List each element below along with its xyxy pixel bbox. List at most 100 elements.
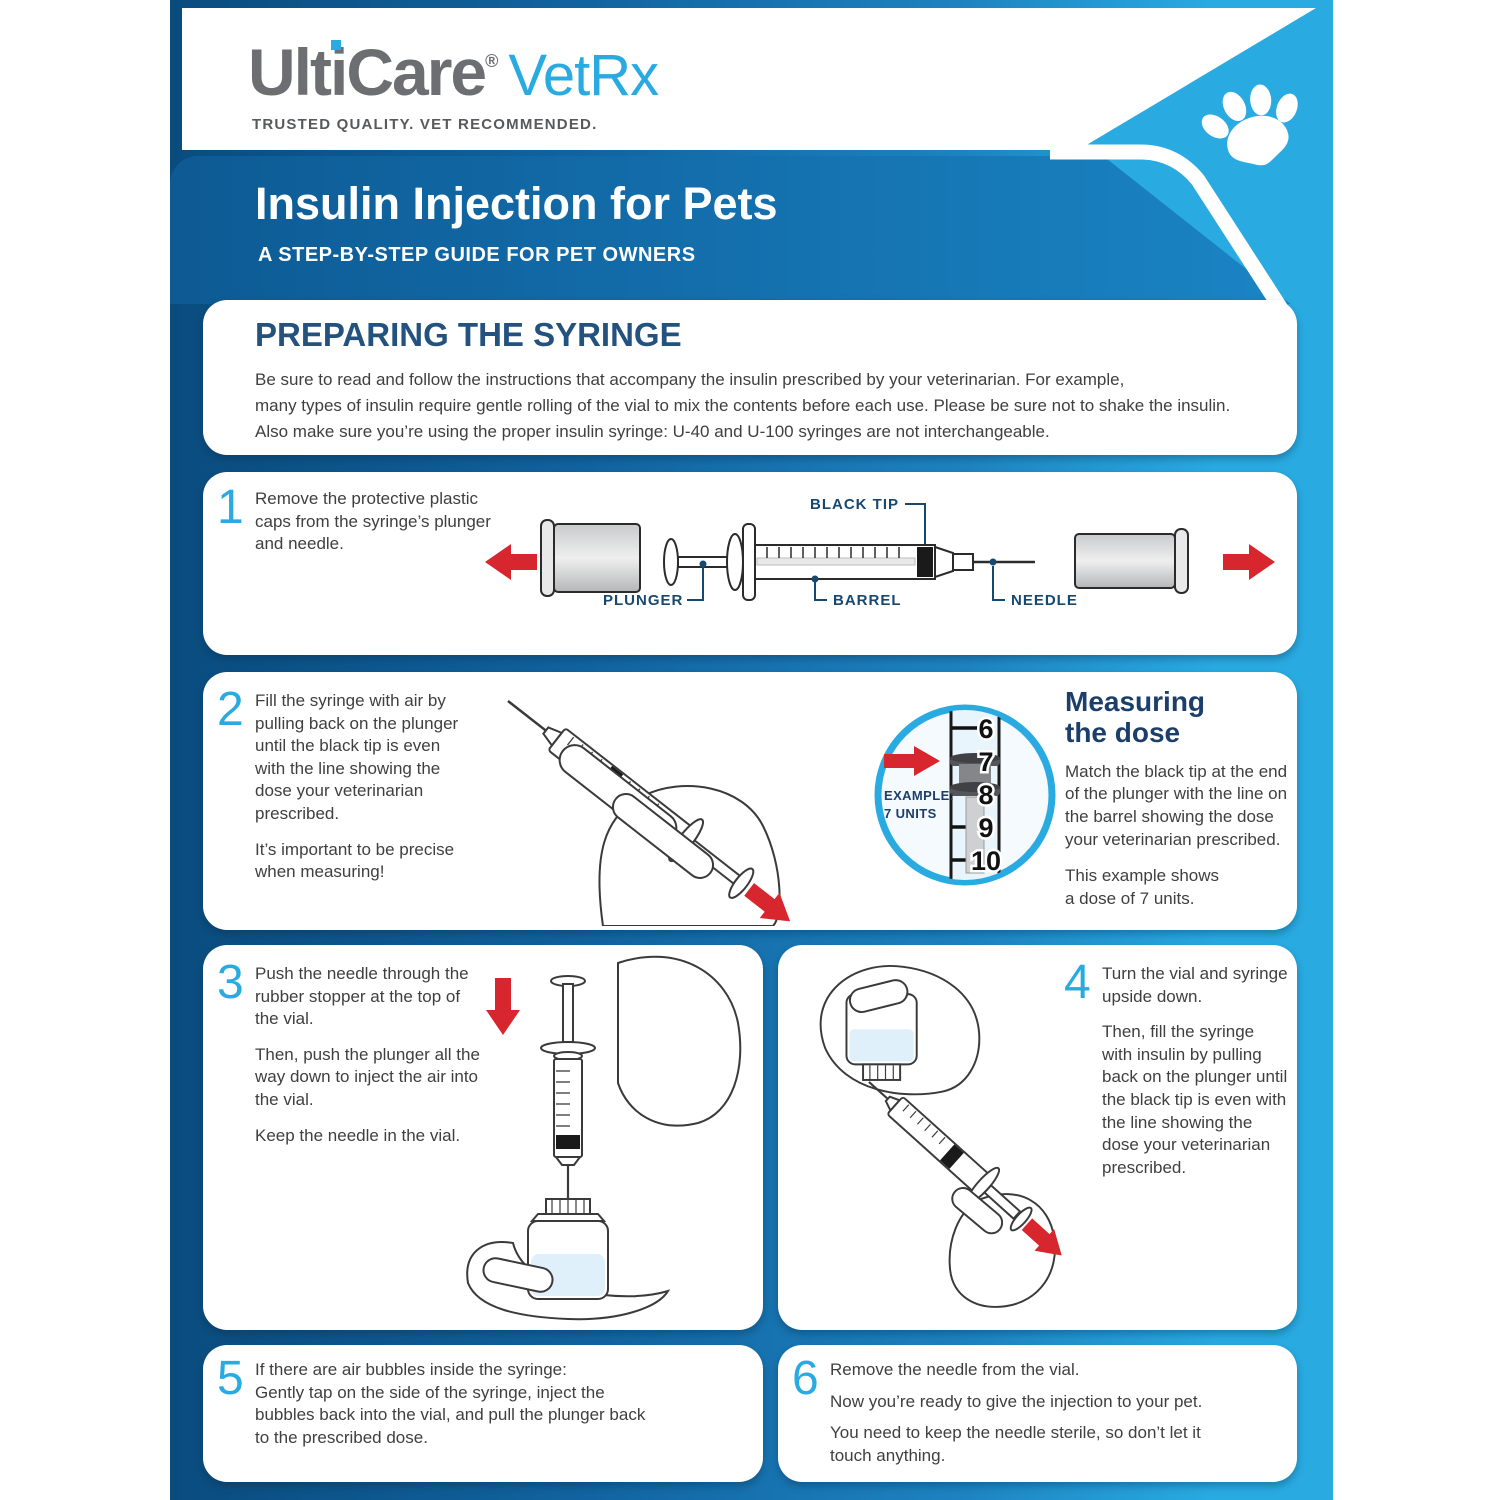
logo-vetrx: VetRx [508, 43, 659, 108]
arrow-left-icon [485, 544, 537, 580]
thumb [951, 1187, 1004, 1235]
step-paragraph: Remove the needle from the vial. [830, 1360, 1080, 1379]
example-label-2: 7 UNITS [884, 806, 937, 821]
step-paragraph: Push the needle through the rubber stopp… [255, 964, 469, 1029]
step-number: 5 [217, 1352, 244, 1405]
label-plunger: PLUNGER [603, 592, 683, 609]
step-paragraph: You need to keep the needle sterile, so … [830, 1423, 1201, 1465]
label-black-tip: BLACK TIP [810, 496, 899, 513]
step-paragraph: Now you’re ready to give the injection t… [830, 1391, 1203, 1411]
syringe [540, 975, 596, 1225]
section-heading: PREPARING THE SYRINGE [255, 316, 682, 353]
pull-arrow-icon [1021, 1218, 1062, 1256]
pull-arrow-icon [744, 883, 791, 922]
push-arrow-icon [486, 978, 520, 1035]
corner-white-stripe [1050, 144, 1294, 320]
diagram-callouts [687, 503, 1005, 601]
step-text: Fill the syringe with air by pulling bac… [255, 690, 467, 897]
plunger-cap [540, 519, 641, 597]
syringe-exploded-diagram: BLACK TIP PLUNGER BARREL NEEDLE [485, 496, 1275, 609]
tick-6: 6 [978, 714, 993, 744]
card-step-3: 3 Push the needle through the rubber sto… [203, 945, 763, 1330]
insulin-liquid [849, 1029, 914, 1062]
measuring-paragraph: Match the black tip at the end of the pl… [1065, 761, 1288, 849]
logo-i-blue-dot: i [329, 35, 348, 109]
label-barrel: BARREL [833, 592, 902, 609]
intro-line-3: Also make sure you’re using the proper i… [255, 422, 1050, 441]
measuring-paragraph: This example shows a dose of 7 units. [1065, 866, 1220, 908]
measuring-panel: Measuring the dose Match the black tip a… [1065, 686, 1290, 924]
paw-icon [1201, 84, 1298, 166]
step-paragraph: Then, fill the syringe with insulin by p… [1102, 1022, 1288, 1177]
finger [848, 979, 909, 1014]
step-number: 2 [217, 683, 244, 736]
tick-7: 7 [978, 747, 993, 777]
card-step-6: 6 Remove the needle from the vial. Now y… [778, 1345, 1297, 1482]
intro-line-2: many types of insulin require gentle rol… [255, 396, 1231, 415]
plunger-stopper [950, 753, 1000, 874]
step-text: Turn the vial and syringe upside down. T… [1102, 963, 1288, 1192]
step-paragraph: Remove the protective plastic caps from … [255, 489, 491, 554]
card-preparing-syringe: PREPARING THE SYRINGE Be sure to read an… [203, 300, 1297, 455]
syringe [868, 1081, 1062, 1256]
needle-cap [1074, 528, 1189, 594]
registered-mark: ® [485, 51, 499, 71]
page-subtitle: A STEP-BY-STEP GUIDE FOR PET OWNERS [258, 244, 696, 266]
measuring-heading: Measuring the dose [1065, 686, 1206, 749]
corner-decoration [1050, 8, 1333, 320]
barrel-dot [811, 575, 819, 583]
brand-logo: UltiCare® VetRx [248, 34, 659, 110]
card-step-2: 2 Fill the syringe with air by pulling b… [203, 672, 1297, 930]
label-needle: NEEDLE [1011, 592, 1078, 609]
hand-outline [617, 955, 742, 1127]
arrow-right-icon [1223, 544, 1275, 580]
step-text: Remove the needle from the vial. Now you… [830, 1359, 1220, 1480]
step-number: 6 [792, 1352, 819, 1405]
plunger-dot [699, 560, 707, 568]
step-paragraph: Then, push the plunger all the way down … [255, 1044, 480, 1110]
black-tip [556, 1135, 580, 1149]
tick-8: 8 [978, 780, 993, 810]
logo-ulticare: UltiCare [248, 35, 487, 109]
corner-white-wedge [1050, 8, 1316, 144]
step-paragraph: Fill the syringe with air by pulling bac… [255, 691, 459, 824]
intro-line-1: Be sure to read and follow the instructi… [255, 370, 1125, 389]
needle-hub [934, 545, 974, 579]
barrel-ticks [766, 547, 900, 558]
step-text: Remove the protective plastic caps from … [255, 488, 503, 569]
syringe-into-vial-illustration [466, 955, 742, 1321]
hand-pulling-plunger-illustration [507, 700, 791, 926]
step-paragraph: Keep the needle in the vial. [255, 1125, 461, 1145]
needle-dot [989, 558, 997, 566]
tick-9: 9 [978, 813, 993, 843]
card-step-4: 4 Turn the vial and syringe upside down.… [778, 945, 1297, 1330]
poster: UltiCare® VetRx TRUSTED QUALITY. VET RECO… [170, 0, 1333, 1500]
logo-box: UltiCare® VetRx TRUSTED QUALITY. VET RECO… [182, 8, 1188, 150]
step-paragraph: If there are air bubbles inside the syri… [255, 1360, 646, 1447]
hand-outline [466, 1241, 671, 1321]
inverted-vial [845, 993, 918, 1081]
thumb [482, 1257, 554, 1293]
card-step-5: 5 If there are air bubbles inside the sy… [203, 1345, 763, 1482]
card-step-1: 1 Remove the protective plastic caps fro… [203, 472, 1297, 655]
dose-magnifier: 6 7 8 9 10 EXAMPLE: 7 UNITS [874, 704, 1056, 886]
black-tip [917, 547, 933, 577]
inverted-vial-illustration [819, 964, 1062, 1308]
dose-arrow-icon [884, 746, 940, 776]
black-tip [940, 1144, 964, 1169]
step-number: 4 [1064, 956, 1091, 1009]
step-number: 1 [217, 481, 244, 534]
example-label-1: EXAMPLE: [884, 788, 954, 803]
corner-blue-panel [1088, 8, 1333, 306]
barrel-rod [756, 557, 916, 566]
step-number: 3 [217, 956, 244, 1009]
page-title: Insulin Injection for Pets [255, 178, 778, 229]
finger [611, 793, 715, 879]
step-text: Push the needle through the rubber stopp… [255, 963, 487, 1160]
tick-10: 10 [971, 846, 1001, 876]
plunger-rod [965, 796, 985, 874]
step-paragraph: Turn the vial and syringe upside down. [1102, 964, 1288, 1006]
step-paragraph: It’s important to be precise when measur… [255, 839, 455, 882]
step-text: If there are air bubbles inside the syri… [255, 1359, 663, 1462]
brand-tagline: TRUSTED QUALITY. VET RECOMMENDED. [252, 116, 598, 133]
